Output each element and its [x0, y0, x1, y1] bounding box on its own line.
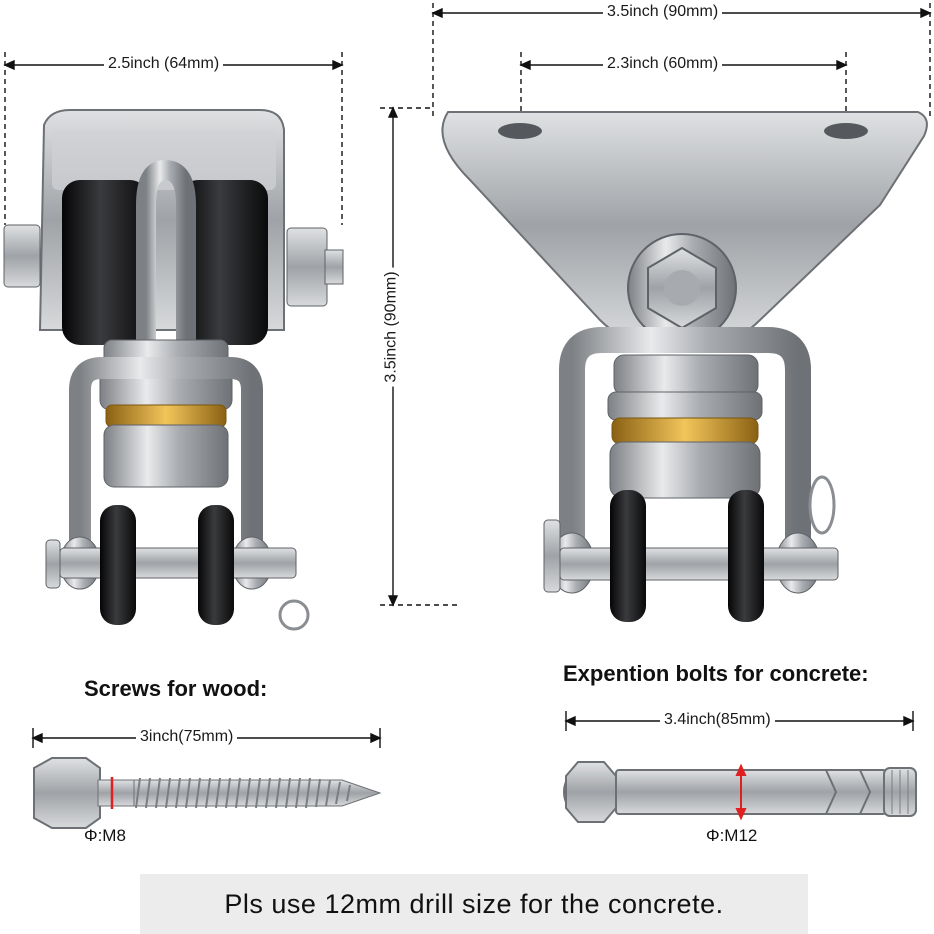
right-width-label: 3.5inch (90mm) — [603, 3, 723, 21]
left-width-label: 2.5inch (64mm) — [104, 55, 224, 73]
screw-length-label: 3inch(75mm) — [136, 728, 238, 746]
bolt-diameter-label: Φ:M12 — [706, 826, 758, 845]
expansion-bolt-illustration — [563, 761, 917, 823]
right-hanger-illustration — [441, 111, 928, 622]
wood-screws-caption: Screws for wood: — [84, 676, 268, 701]
drill-size-text: Pls use 12mm drill size for the concrete… — [224, 888, 724, 919]
drill-size-banner: Pls use 12mm drill size for the concrete… — [140, 874, 808, 934]
left-hanger-illustration — [3, 109, 344, 631]
bolt-diameter-marker — [735, 763, 747, 821]
wood-screw-illustration — [33, 757, 382, 829]
height-label: 3.5inch (90mm) — [382, 267, 401, 387]
screw-diameter-label: Φ:M8 — [84, 826, 126, 845]
bolt-length-label: 3.4inch(85mm) — [660, 711, 775, 729]
hole-spacing-label: 2.3inch (60mm) — [603, 55, 723, 73]
concrete-bolts-caption: Expention bolts for concrete: — [563, 661, 869, 686]
